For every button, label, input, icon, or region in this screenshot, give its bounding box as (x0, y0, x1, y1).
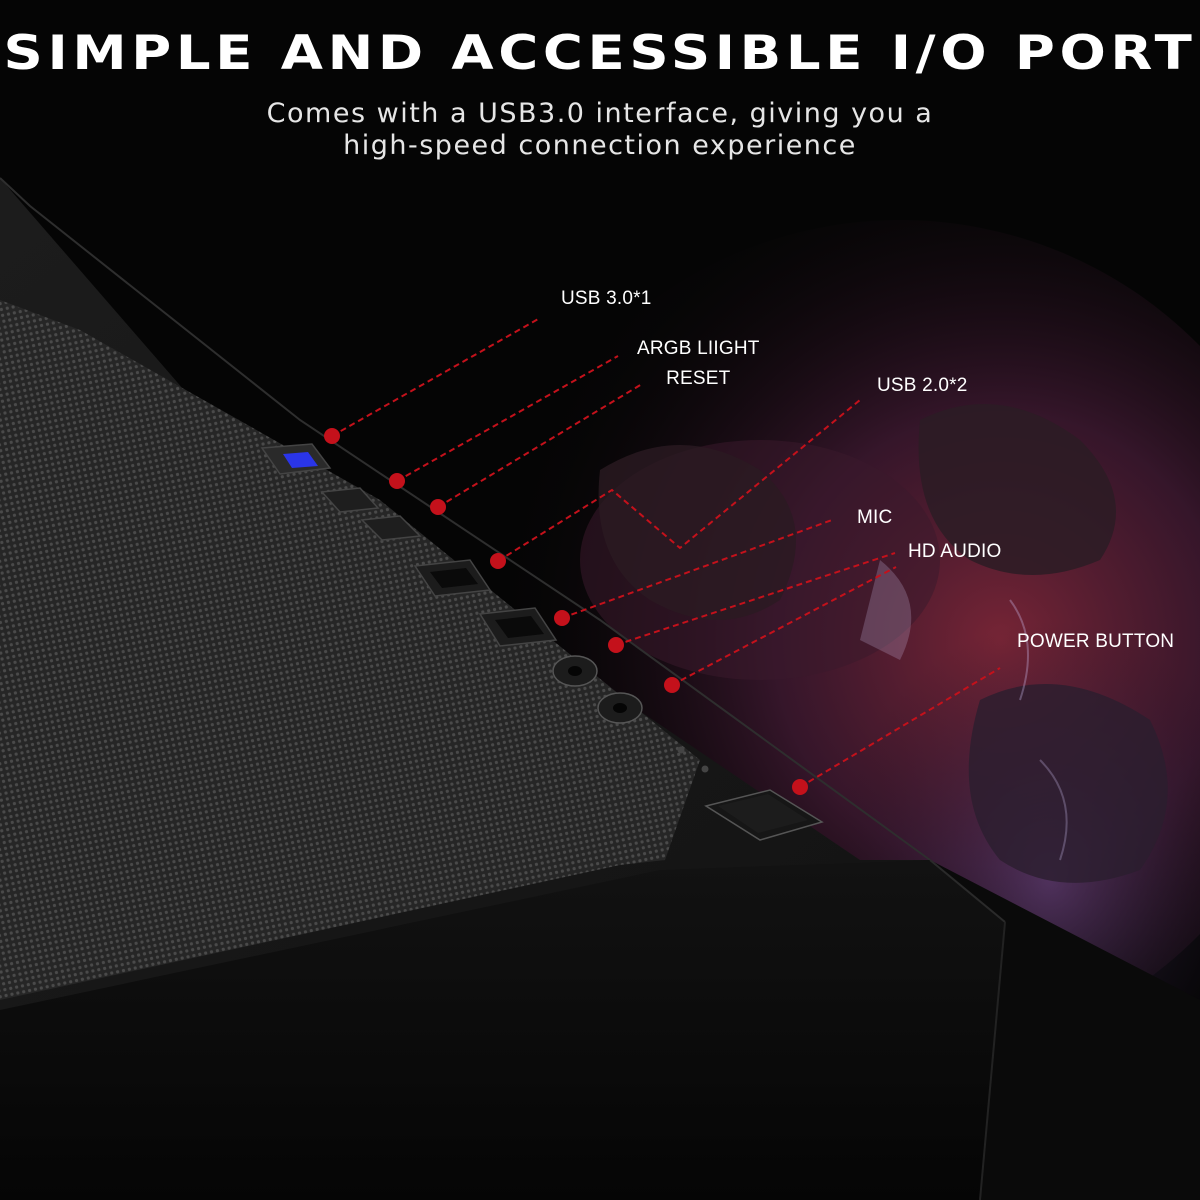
label-reset: RESET (666, 368, 731, 389)
subtitle-line-1: Comes with a USB3.0 interface, giving yo… (266, 98, 934, 129)
led-indicator-2 (701, 765, 709, 773)
label-usb2: USB 2.0*2 (877, 375, 968, 396)
dot-reset (430, 499, 446, 515)
reset-button (360, 515, 422, 541)
mesh-panel (0, 300, 700, 1000)
usb2-port-1 (413, 559, 492, 597)
usb2-port-2 (478, 607, 558, 647)
mic-jack (552, 655, 598, 687)
dot-usb2b (554, 610, 570, 626)
dot-hd-audio (664, 677, 680, 693)
power-button (704, 789, 824, 841)
label-power-button: POWER BUTTON (1017, 631, 1175, 652)
argb-button (320, 487, 380, 513)
label-usb3: USB 3.0*1 (561, 288, 652, 309)
dot-mic (608, 637, 624, 653)
page-title: SIMPLE AND ACCESSIBLE I/O PORT (3, 26, 1197, 81)
led-indicator-1 (677, 746, 685, 754)
dot-power (792, 779, 808, 795)
dot-usb2 (490, 553, 506, 569)
label-hd-audio: HD AUDIO (908, 541, 1002, 562)
usb3-port (260, 443, 332, 475)
dot-argb (389, 473, 405, 489)
label-argb: ARGB LIIGHT (637, 338, 760, 359)
callout-lines (331, 317, 1001, 788)
callout-dots (324, 428, 808, 795)
dot-usb3 (324, 428, 340, 444)
io-ports (260, 443, 824, 841)
hd-audio-jack (597, 692, 643, 724)
subtitle-line-2: high-speed connection experience (343, 130, 857, 161)
page-subtitle: Comes with a USB3.0 interface, giving yo… (200, 98, 1000, 162)
label-argb-reset: ARGB LIIGHT RESET (637, 334, 760, 394)
case-front-panel (0, 860, 1005, 1200)
label-mic: MIC (857, 507, 893, 528)
